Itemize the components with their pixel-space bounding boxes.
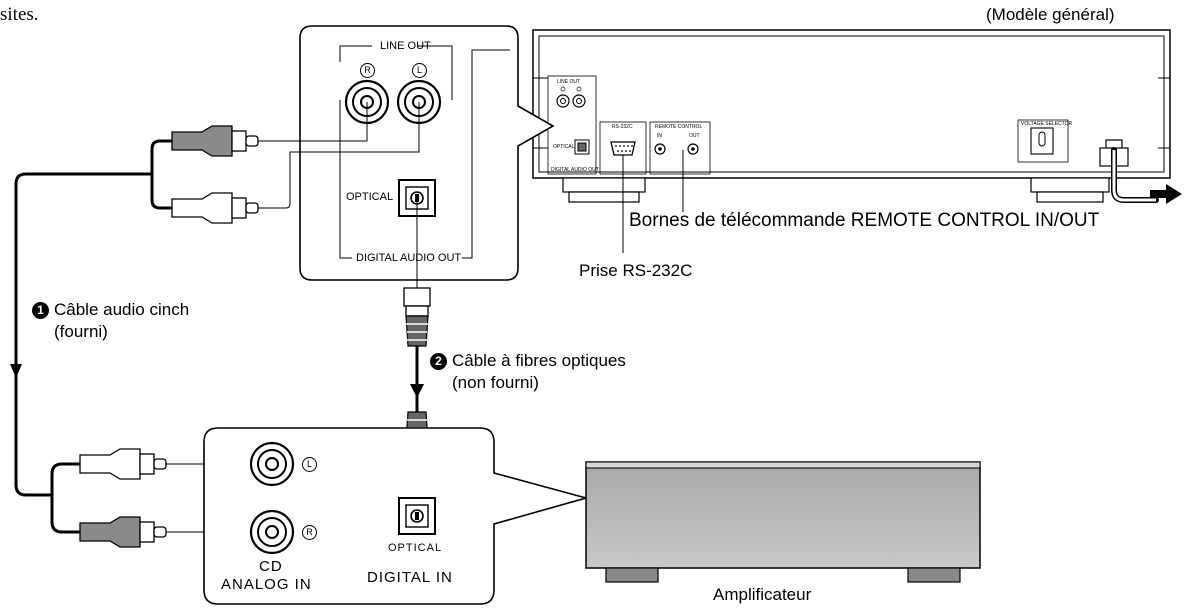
optical-cable-name: Câble à fibres optiques	[452, 351, 626, 370]
amplifier-label: Amplificateur	[713, 585, 812, 604]
rear-in-label: IN	[657, 133, 662, 139]
rear-line-out-label: LINE OUT	[557, 79, 581, 85]
jack-r-marker: R	[360, 63, 375, 78]
rear-optical-label: OPTICAL	[553, 144, 575, 150]
number-badge-2: 2	[430, 353, 447, 370]
amp-jack-l-marker: L	[302, 457, 317, 472]
number-badge-1: 1	[32, 302, 49, 319]
amp-jack-r-marker: R	[302, 525, 317, 540]
optical-cable-label: 2 Câble à fibres optiques (non fourni)	[430, 350, 626, 394]
optical-out-label: OPTICAL	[346, 191, 394, 203]
amp-closeup	[203, 427, 589, 605]
analog-in-label: ANALOG IN	[221, 576, 312, 593]
rear-out-label: OUT	[689, 133, 700, 139]
line-out-label: LINE OUT	[380, 40, 431, 52]
optical-cable-not-supplied: (non fourni)	[452, 373, 539, 392]
jack-l-marker: L	[412, 63, 427, 78]
amplifier-unit	[585, 461, 981, 583]
cd-rear-closeup	[299, 25, 555, 281]
page-fragment-text: sites.	[0, 4, 39, 25]
rear-remote-control-label: REMOTE CONTROL	[655, 124, 703, 130]
digital-in-label: DIGITAL IN	[367, 569, 453, 586]
rear-digital-audio-out-label: DIGITAL AUDIO OUT	[551, 167, 599, 173]
audio-cable-label: 1 Câble audio cinch (fourni)	[32, 299, 189, 343]
digital-audio-out-label: DIGITAL AUDIO OUT	[356, 252, 462, 264]
remote-terminals-callout: Bornes de télécommande REMOTE CONTROL IN…	[629, 210, 1100, 231]
rear-voltage-selector-label: VOLTAGE SELECTOR	[1021, 121, 1073, 127]
cd-label: CD	[259, 558, 283, 575]
audio-cable-supplied: (fourni)	[54, 322, 108, 341]
amp-optical-label: OPTICAL	[388, 542, 443, 554]
cd-player-rear-panel	[532, 29, 1182, 253]
rs232c-callout: Prise RS-232C	[579, 261, 693, 280]
audio-cable-name: Câble audio cinch	[54, 300, 190, 319]
rear-rs232c-label: RS-232C	[612, 124, 633, 130]
audio-cable	[10, 102, 420, 548]
model-note: (Modèle général)	[986, 5, 1115, 24]
